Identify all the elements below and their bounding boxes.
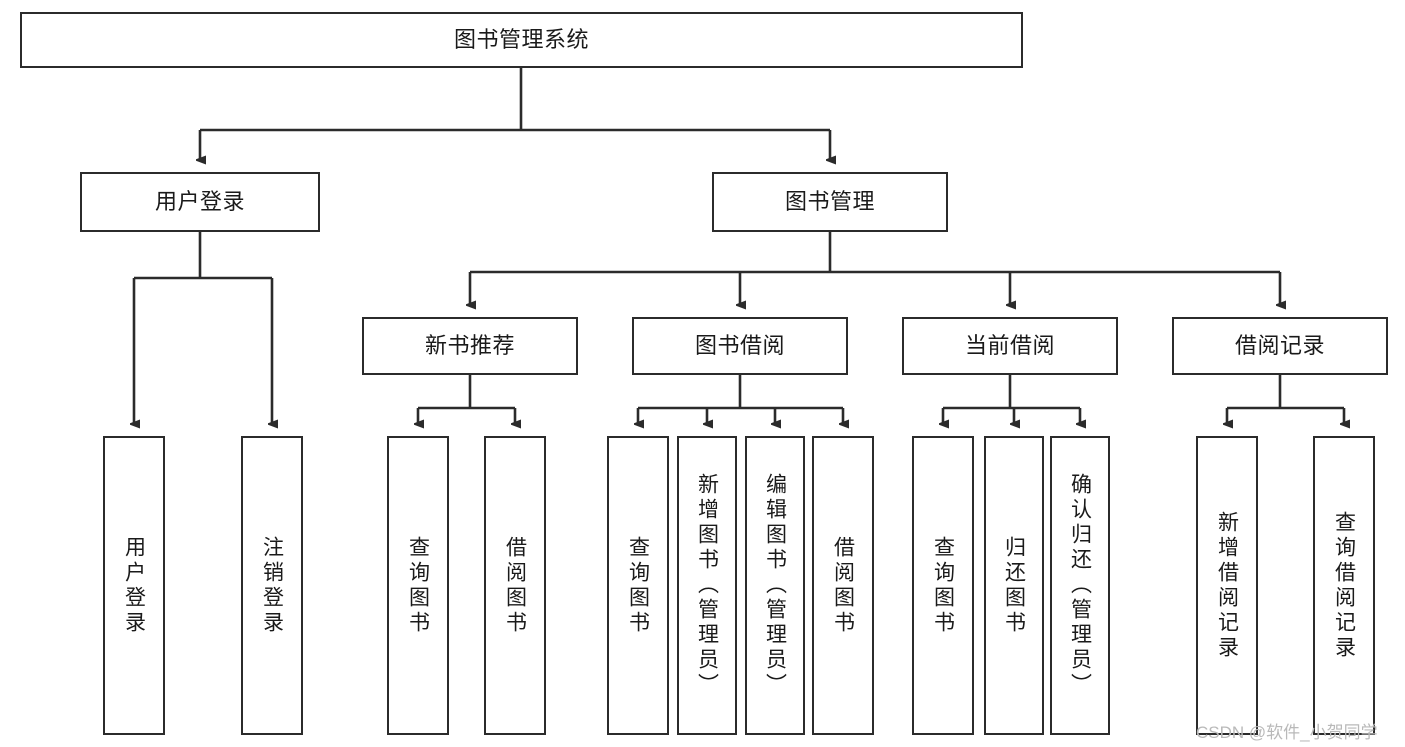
leaf-borrow-book-1-label: 借阅图书 — [503, 535, 527, 636]
leaf-confirm-return-label: 确认归还（管理员） — [1068, 473, 1092, 698]
node-new-book-recommend-label: 新书推荐 — [424, 333, 515, 359]
node-borrow-record[interactable]: 借阅记录 — [1172, 317, 1388, 375]
csdn-watermark: CSDN @软件_小贺同学 — [1196, 723, 1378, 742]
node-current-borrow[interactable]: 当前借阅 — [902, 317, 1118, 375]
leaf-edit-book[interactable]: 编辑图书（管理员） — [745, 436, 805, 735]
leaf-query-book-1[interactable]: 查询图书 — [387, 436, 449, 735]
leaf-add-record[interactable]: 新增借阅记录 — [1196, 436, 1258, 735]
leaf-user-login[interactable]: 用户登录 — [103, 436, 165, 735]
leaf-confirm-return[interactable]: 确认归还（管理员） — [1050, 436, 1110, 735]
leaf-query-book-2[interactable]: 查询图书 — [607, 436, 669, 735]
leaf-borrow-book-2[interactable]: 借阅图书 — [812, 436, 874, 735]
leaf-edit-book-label: 编辑图书（管理员） — [763, 473, 787, 698]
node-user-login[interactable]: 用户登录 — [80, 172, 320, 232]
leaf-return-book-label: 归还图书 — [1002, 535, 1026, 636]
leaf-user-logout-label: 注销登录 — [260, 535, 284, 636]
node-root-label: 图书管理系统 — [453, 27, 589, 53]
node-book-manage[interactable]: 图书管理 — [712, 172, 948, 232]
node-user-login-label: 用户登录 — [154, 189, 245, 215]
leaf-query-book-3[interactable]: 查询图书 — [912, 436, 974, 735]
leaf-query-record-label: 查询借阅记录 — [1332, 510, 1356, 661]
leaf-return-book[interactable]: 归还图书 — [984, 436, 1044, 735]
leaf-add-record-label: 新增借阅记录 — [1215, 510, 1239, 661]
node-borrow-record-label: 借阅记录 — [1234, 333, 1325, 359]
leaf-borrow-book-2-label: 借阅图书 — [831, 535, 855, 636]
leaf-query-book-3-label: 查询图书 — [931, 535, 955, 636]
node-book-borrow[interactable]: 图书借阅 — [632, 317, 848, 375]
leaf-query-book-2-label: 查询图书 — [626, 535, 650, 636]
node-root[interactable]: 图书管理系统 — [20, 12, 1023, 68]
leaf-borrow-book-1[interactable]: 借阅图书 — [484, 436, 546, 735]
leaf-query-book-1-label: 查询图书 — [406, 535, 430, 636]
leaf-query-record[interactable]: 查询借阅记录 — [1313, 436, 1375, 735]
leaf-add-book[interactable]: 新增图书（管理员） — [677, 436, 737, 735]
node-book-manage-label: 图书管理 — [784, 189, 875, 215]
leaf-add-book-label: 新增图书（管理员） — [695, 473, 719, 698]
node-current-borrow-label: 当前借阅 — [964, 333, 1055, 359]
node-book-borrow-label: 图书借阅 — [694, 333, 785, 359]
leaf-user-login-label: 用户登录 — [122, 535, 146, 636]
leaf-user-logout[interactable]: 注销登录 — [241, 436, 303, 735]
node-new-book-recommend[interactable]: 新书推荐 — [362, 317, 578, 375]
